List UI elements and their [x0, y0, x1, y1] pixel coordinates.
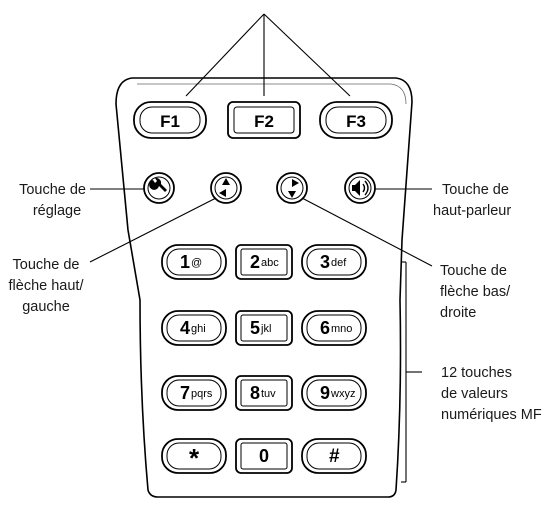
label-mf-line2: de valeurs	[441, 386, 508, 402]
label-hp-line2: haut-parleur	[433, 203, 511, 219]
key-letters: @	[191, 257, 202, 269]
speaker-key[interactable]	[344, 172, 376, 204]
key-letters: wxyz	[330, 388, 355, 400]
device-outline	[115, 77, 413, 498]
device-inner-edge	[137, 83, 407, 105]
setup-key[interactable]	[143, 172, 175, 204]
key-digit: #	[329, 446, 340, 467]
key-digit: 5	[250, 318, 260, 338]
key-digit: 3	[320, 252, 330, 272]
key-digit: 1	[180, 252, 190, 272]
label-fleche-bas: Touche de flèche bas/ droite	[440, 263, 511, 321]
key-digit: 2	[250, 252, 260, 272]
key-digit: 6	[320, 318, 330, 338]
key-digit: 9	[320, 383, 330, 403]
arrow-down-right-icon	[288, 179, 299, 198]
label-fh-line1: Touche de	[13, 257, 80, 273]
key-hash[interactable]: #	[301, 438, 367, 474]
label-mf: 12 touches de valeurs numériques MF	[441, 365, 542, 423]
speaker-icon	[352, 180, 369, 196]
down-right-key[interactable]	[276, 172, 308, 204]
label-reglage-line2: réglage	[33, 203, 81, 219]
key-digit: 4	[180, 318, 190, 338]
key-letters: tuv	[261, 388, 276, 400]
label-fleche-haut: Touche de flèche haut/ gauche	[9, 257, 85, 315]
arrow-up-left-icon	[219, 178, 230, 197]
f1-label: F1	[160, 112, 180, 131]
f2-key[interactable]: F2	[227, 101, 301, 139]
key-digit: *	[189, 443, 200, 473]
f1-key[interactable]: F1	[133, 101, 207, 139]
label-haut-parleur: Touche de haut-parleur	[433, 182, 511, 219]
label-fb-line3: droite	[440, 305, 476, 321]
key-digit: 8	[250, 383, 260, 403]
label-fb-line1: Touche de	[440, 263, 507, 279]
key-star[interactable]: *	[161, 438, 227, 474]
function-key-row: F1 F2 F3	[133, 101, 393, 139]
key-letters: abc	[261, 257, 279, 269]
key-letters: ghi	[191, 323, 206, 335]
key-1[interactable]: 1@	[161, 244, 227, 280]
label-fh-line2: flèche haut/	[9, 278, 85, 294]
key-letters: pqrs	[191, 388, 213, 400]
label-pointers	[89, 188, 433, 483]
label-hp-line1: Touche de	[442, 182, 509, 198]
key-letters: def	[331, 257, 347, 269]
key-letters: jkl	[260, 323, 271, 335]
fkeys-pointer	[185, 13, 351, 97]
label-fh-line3: gauche	[22, 299, 70, 315]
key-letters: mno	[331, 323, 352, 335]
f3-label: F3	[346, 112, 366, 131]
label-reglage-line1: Touche de	[19, 182, 86, 198]
wrench-icon	[149, 177, 167, 192]
key-digit: 0	[259, 446, 269, 466]
key-0[interactable]: 0	[235, 438, 293, 474]
label-mf-line1: 12 touches	[441, 365, 512, 381]
f2-label: F2	[254, 112, 274, 131]
label-fb-line2: flèche bas/	[440, 284, 511, 300]
up-left-key[interactable]	[210, 172, 242, 204]
key-digit: 7	[180, 383, 190, 403]
label-mf-line3: numériques MF	[441, 407, 542, 423]
label-reglage: Touche de réglage	[19, 182, 86, 219]
f3-key[interactable]: F3	[319, 101, 393, 139]
